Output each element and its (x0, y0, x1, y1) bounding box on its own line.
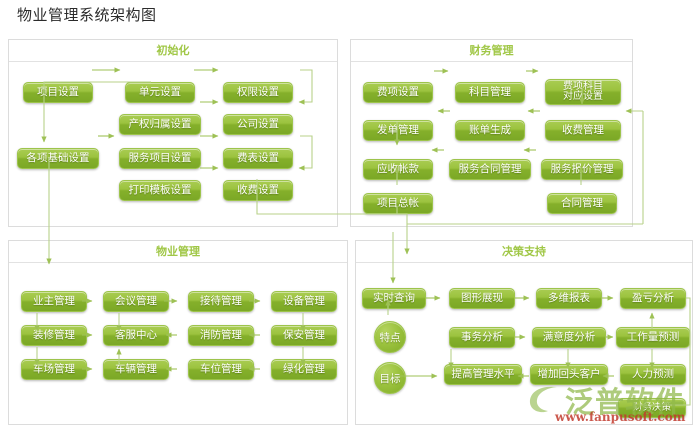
panel-body-decision-support: 特点 目标 实时查询 图形展现 多维报表 盈亏分析 事务分析 满意度分析 工作量… (356, 263, 692, 424)
panel-decision-support: 决策支持 特点 目标 实时查询 图形展现 多维报表 盈亏分析 事务分析 满意度分… (355, 240, 693, 425)
node-owner-management[interactable]: 业主管理 (21, 291, 87, 312)
node-service-contract-management[interactable]: 服务合同管理 (449, 159, 531, 180)
node-transaction-analysis[interactable]: 事务分析 (449, 327, 515, 348)
node-equipment-management[interactable]: 设备管理 (271, 291, 337, 312)
node-reception-management[interactable]: 接待管理 (188, 291, 254, 312)
node-satisfaction-analysis[interactable]: 满意度分析 (532, 327, 606, 348)
node-receivables[interactable]: 应收帐款 (363, 159, 433, 180)
node-charge-settings[interactable]: 收费设置 (223, 180, 293, 201)
node-invoice-management[interactable]: 发单管理 (363, 120, 433, 141)
panel-property-management: 物业管理 业主管理 会议管理 接待管理 设备管理 装修管理 客服中心 消防管理 … (8, 240, 348, 425)
node-fire-control-management[interactable]: 消防管理 (188, 325, 254, 346)
panel-initialization: 初始化 项目设置 单元设置 权限设置 产权归属设置 公司设置 各项基础设置 服务… (8, 39, 338, 227)
node-multidimensional-report[interactable]: 多维报表 (536, 288, 602, 309)
circle-characteristics[interactable]: 特点 (374, 321, 406, 353)
node-fee-subject-mapping[interactable]: 费项科目 对应设置 (545, 79, 621, 105)
node-increase-repeat-customers[interactable]: 增加回头客户 (530, 364, 608, 385)
node-parking-lot-management[interactable]: 车场管理 (21, 359, 87, 380)
node-charge-management[interactable]: 收费管理 (545, 120, 621, 141)
panel-body-initialization: 项目设置 单元设置 权限设置 产权归属设置 公司设置 各项基础设置 服务项目设置… (9, 62, 337, 226)
node-service-item-settings[interactable]: 服务项目设置 (119, 148, 201, 169)
node-company-settings[interactable]: 公司设置 (223, 114, 293, 135)
panel-title-decision-support: 决策支持 (356, 241, 692, 263)
circle-goal[interactable]: 目标 (374, 362, 406, 394)
node-fee-item-settings[interactable]: 费项设置 (363, 82, 433, 103)
panel-title-property-management: 物业管理 (9, 241, 347, 263)
node-financial-decision[interactable]: 财务决策 (618, 398, 686, 418)
node-project-ledger[interactable]: 项目总帐 (363, 193, 433, 214)
page-title: 物业管理系统架构图 (17, 6, 157, 24)
node-realtime-query[interactable]: 实时查询 (362, 288, 426, 309)
panel-title-initialization: 初始化 (9, 40, 337, 62)
node-graphic-display[interactable]: 图形展现 (449, 288, 515, 309)
node-meeting-management[interactable]: 会议管理 (103, 291, 169, 312)
node-bill-generation[interactable]: 账单生成 (455, 120, 525, 141)
panel-body-finance: 费项设置 科目管理 费项科目 对应设置 发单管理 账单生成 收费管理 应收帐款 … (351, 62, 632, 226)
node-workload-forecast[interactable]: 工作量预测 (616, 327, 690, 348)
node-project-settings[interactable]: 项目设置 (23, 82, 93, 103)
panel-title-finance: 财务管理 (351, 40, 632, 62)
node-unit-settings[interactable]: 单元设置 (125, 82, 195, 103)
panel-body-property-management: 业主管理 会议管理 接待管理 设备管理 装修管理 客服中心 消防管理 保安管理 … (9, 263, 347, 424)
node-fee-subject-mapping-line1: 费项科目 (563, 80, 603, 92)
node-contract-management[interactable]: 合同管理 (547, 193, 617, 214)
node-fee-subject-mapping-line2: 对应设置 (563, 91, 603, 102)
node-service-quote-management[interactable]: 服务报价管理 (541, 159, 623, 180)
node-greening-management[interactable]: 绿化管理 (271, 359, 337, 380)
node-print-template-settings[interactable]: 打印模板设置 (119, 180, 201, 201)
node-parking-space-management[interactable]: 车位管理 (188, 359, 254, 380)
node-improve-management-level[interactable]: 提高管理水平 (444, 364, 522, 385)
node-vehicle-management[interactable]: 车辆管理 (103, 359, 169, 380)
node-profit-loss-analysis[interactable]: 盈亏分析 (620, 288, 686, 309)
node-basic-settings[interactable]: 各项基础设置 (17, 148, 99, 169)
node-customer-service-center[interactable]: 客服中心 (103, 325, 169, 346)
node-renovation-management[interactable]: 装修管理 (21, 325, 87, 346)
node-ownership-settings[interactable]: 产权归属设置 (119, 114, 201, 135)
node-subject-management[interactable]: 科目管理 (455, 82, 525, 103)
node-fee-table-settings[interactable]: 费表设置 (223, 148, 293, 169)
panel-finance: 财务管理 费项设置 科目管理 费项科目 对应设置 发单管理 账单生成 收费管理 … (350, 39, 633, 227)
node-security-management[interactable]: 保安管理 (271, 325, 337, 346)
node-manpower-forecast[interactable]: 人力预测 (620, 364, 686, 385)
node-permission-settings[interactable]: 权限设置 (223, 82, 293, 103)
